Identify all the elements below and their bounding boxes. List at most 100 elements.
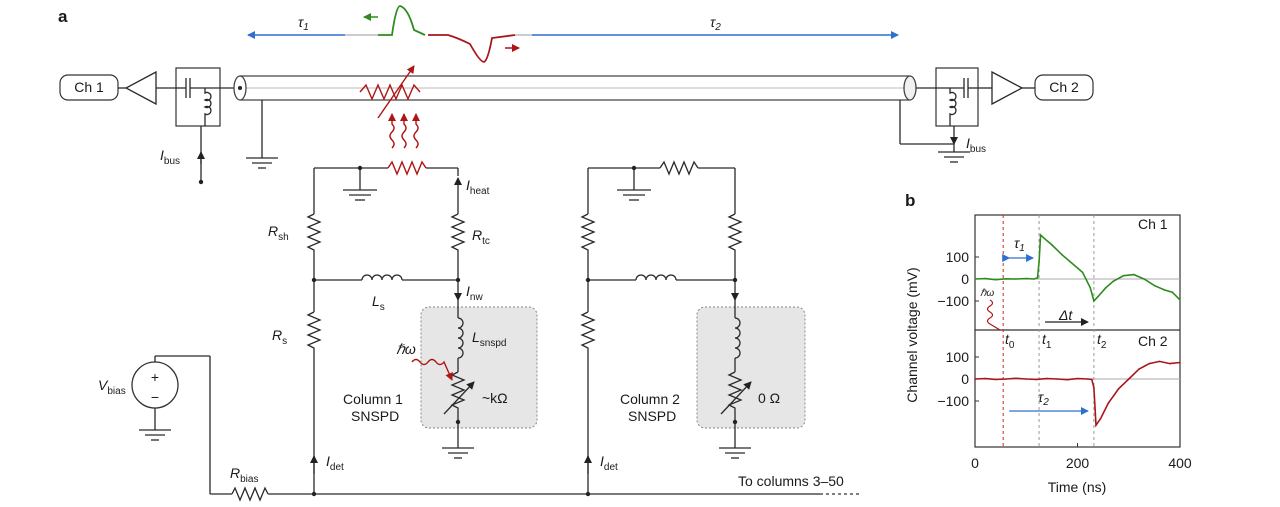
series-point-2 (1099, 417, 1102, 420)
inductor-icon (203, 88, 212, 126)
t1-label: t1 (1042, 331, 1052, 351)
x-tick-label: 200 (1066, 455, 1090, 471)
coax-line (233, 75, 917, 101)
rtc-label: Rtc (472, 227, 490, 247)
panel-b-label: b (905, 191, 915, 210)
bias-tee-left (175, 67, 221, 127)
heater-resistor-icon (387, 160, 427, 176)
series-point-1 (1015, 278, 1017, 280)
series-point-2 (1179, 361, 1181, 364)
series-point-1 (1061, 254, 1063, 256)
ground-icon-col2 (617, 189, 651, 201)
tau2-label: τ2 (710, 14, 721, 33)
photon-arrow-b (986, 299, 1001, 331)
series-line-2 (974, 360, 1181, 428)
ch1-trace-label: Ch 1 (1138, 216, 1168, 232)
series-point-2 (1117, 388, 1120, 390)
ls-inductor-icon (361, 274, 403, 281)
y-tick-label: 100 (946, 249, 970, 265)
series-point-1 (1043, 237, 1045, 240)
ground-icon-col1 (343, 189, 377, 201)
series-point-1 (1153, 284, 1156, 287)
ground-icon-vbias (139, 429, 171, 441)
series-point-1 (1005, 278, 1007, 280)
series-point-1 (1036, 277, 1039, 279)
tau1-label: τ1 (298, 14, 309, 33)
column2-line1: Column 2 (620, 391, 680, 407)
x-tick-label: 0 (971, 455, 979, 471)
y-tick-label: 0 (961, 371, 969, 387)
zero-ohm-label: 0 Ω (758, 390, 780, 406)
series-point-2 (1169, 362, 1171, 365)
series-point-1 (1179, 299, 1181, 301)
photon-label-b: ℏω (980, 288, 994, 299)
ibus-right-label: Ibus (966, 135, 986, 155)
col2-ls-inductor-icon (635, 274, 677, 281)
photon-arrow-a (411, 358, 453, 381)
column1-line2: SNSPD (351, 408, 399, 424)
kohm-label: ~kΩ (482, 390, 508, 406)
ch1-amplifier-icon (124, 70, 157, 106)
col2-heater-resistor-icon (659, 160, 699, 176)
lsnspd-inductor-icon (457, 317, 464, 359)
idet1-label: Idet (326, 453, 344, 473)
inw-label: Inw (466, 283, 483, 303)
green-pulse (378, 5, 426, 36)
series-point-1 (974, 278, 976, 280)
series-point-2 (1091, 378, 1093, 381)
series-point-2 (1005, 378, 1007, 380)
idet2-label: Idet (600, 453, 618, 473)
series-point-1 (1038, 260, 1040, 263)
ground-icon-snspd1 (442, 447, 474, 459)
y-axis-label: Channel voltage (mV) (904, 267, 920, 402)
series-point-1 (984, 277, 987, 280)
series-point-2 (1128, 378, 1130, 380)
ch2-trace-label: Ch 2 (1138, 333, 1168, 349)
series-point-2 (1107, 402, 1110, 405)
series-point-2 (1158, 360, 1161, 363)
series-point-2 (994, 378, 997, 381)
col2-rsh-resistor-icon (580, 213, 596, 252)
series-point-2 (1056, 378, 1058, 380)
red-pulse (428, 34, 516, 63)
vbias-minus: − (151, 389, 159, 405)
snspd-box-1 (420, 306, 538, 429)
series-point-2 (1148, 362, 1151, 365)
series-point-2 (1087, 378, 1089, 380)
rsh-label: Rsh (268, 223, 289, 243)
ibus-left-label: Ibus (160, 147, 180, 167)
ch2-label: Ch 2 (1049, 79, 1079, 95)
rbias-resistor-icon (231, 486, 269, 502)
series-point-1 (1051, 244, 1053, 246)
series-point-2 (1015, 377, 1017, 380)
ch2-amplifier-icon (991, 70, 1024, 106)
col2-rtc-resistor-icon (727, 213, 743, 252)
series-point-1 (1133, 273, 1135, 276)
lsnspd-label: Lsnspd (472, 329, 506, 349)
ground-icon-snspd2 (719, 447, 751, 459)
series-point-1 (1143, 278, 1145, 280)
series-point-1 (1112, 280, 1115, 283)
series-point-1 (1025, 277, 1028, 280)
series-point-1 (1122, 274, 1125, 277)
column2-line2: SNSPD (628, 408, 676, 424)
rs-label: Rs (272, 327, 287, 347)
col2-rs-resistor-icon (580, 311, 596, 350)
ground-icon (246, 157, 278, 169)
series-point-2 (1035, 378, 1038, 381)
series-point-1 (1171, 291, 1174, 294)
y-tick-label: 0 (961, 271, 969, 287)
series-point-2 (1138, 368, 1140, 370)
panel-a: a τ1 τ2 Ch 1 Ibus (58, 5, 1094, 502)
ch1-label: Ch 1 (74, 79, 104, 95)
photon-label-a: ℏω (396, 341, 416, 357)
series-point-2 (984, 377, 987, 380)
col2-lsnspd-inductor-icon (734, 317, 741, 359)
rtc-resistor-icon (450, 213, 466, 252)
x-axis-label: Time (ns) (1048, 479, 1107, 495)
tau2-b-label: τ2 (1038, 389, 1049, 408)
series-point-1 (1104, 287, 1107, 289)
